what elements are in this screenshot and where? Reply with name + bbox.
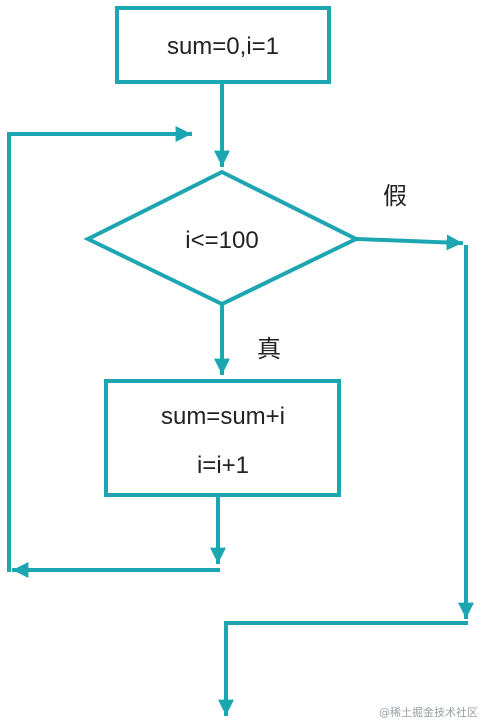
init-box	[115, 6, 331, 84]
body-box	[104, 379, 341, 497]
true-label: 真	[257, 335, 281, 363]
init-label: sum=0,i=1	[167, 33, 279, 60]
watermark: @稀土掘金技术社区	[379, 705, 478, 719]
body-line2: i=i+1	[197, 452, 249, 479]
body-line1: sum=sum+i	[161, 403, 285, 430]
condition-label: i<=100	[185, 227, 258, 254]
arrow-false-branch	[354, 234, 464, 251]
false-label: 假	[383, 182, 407, 210]
